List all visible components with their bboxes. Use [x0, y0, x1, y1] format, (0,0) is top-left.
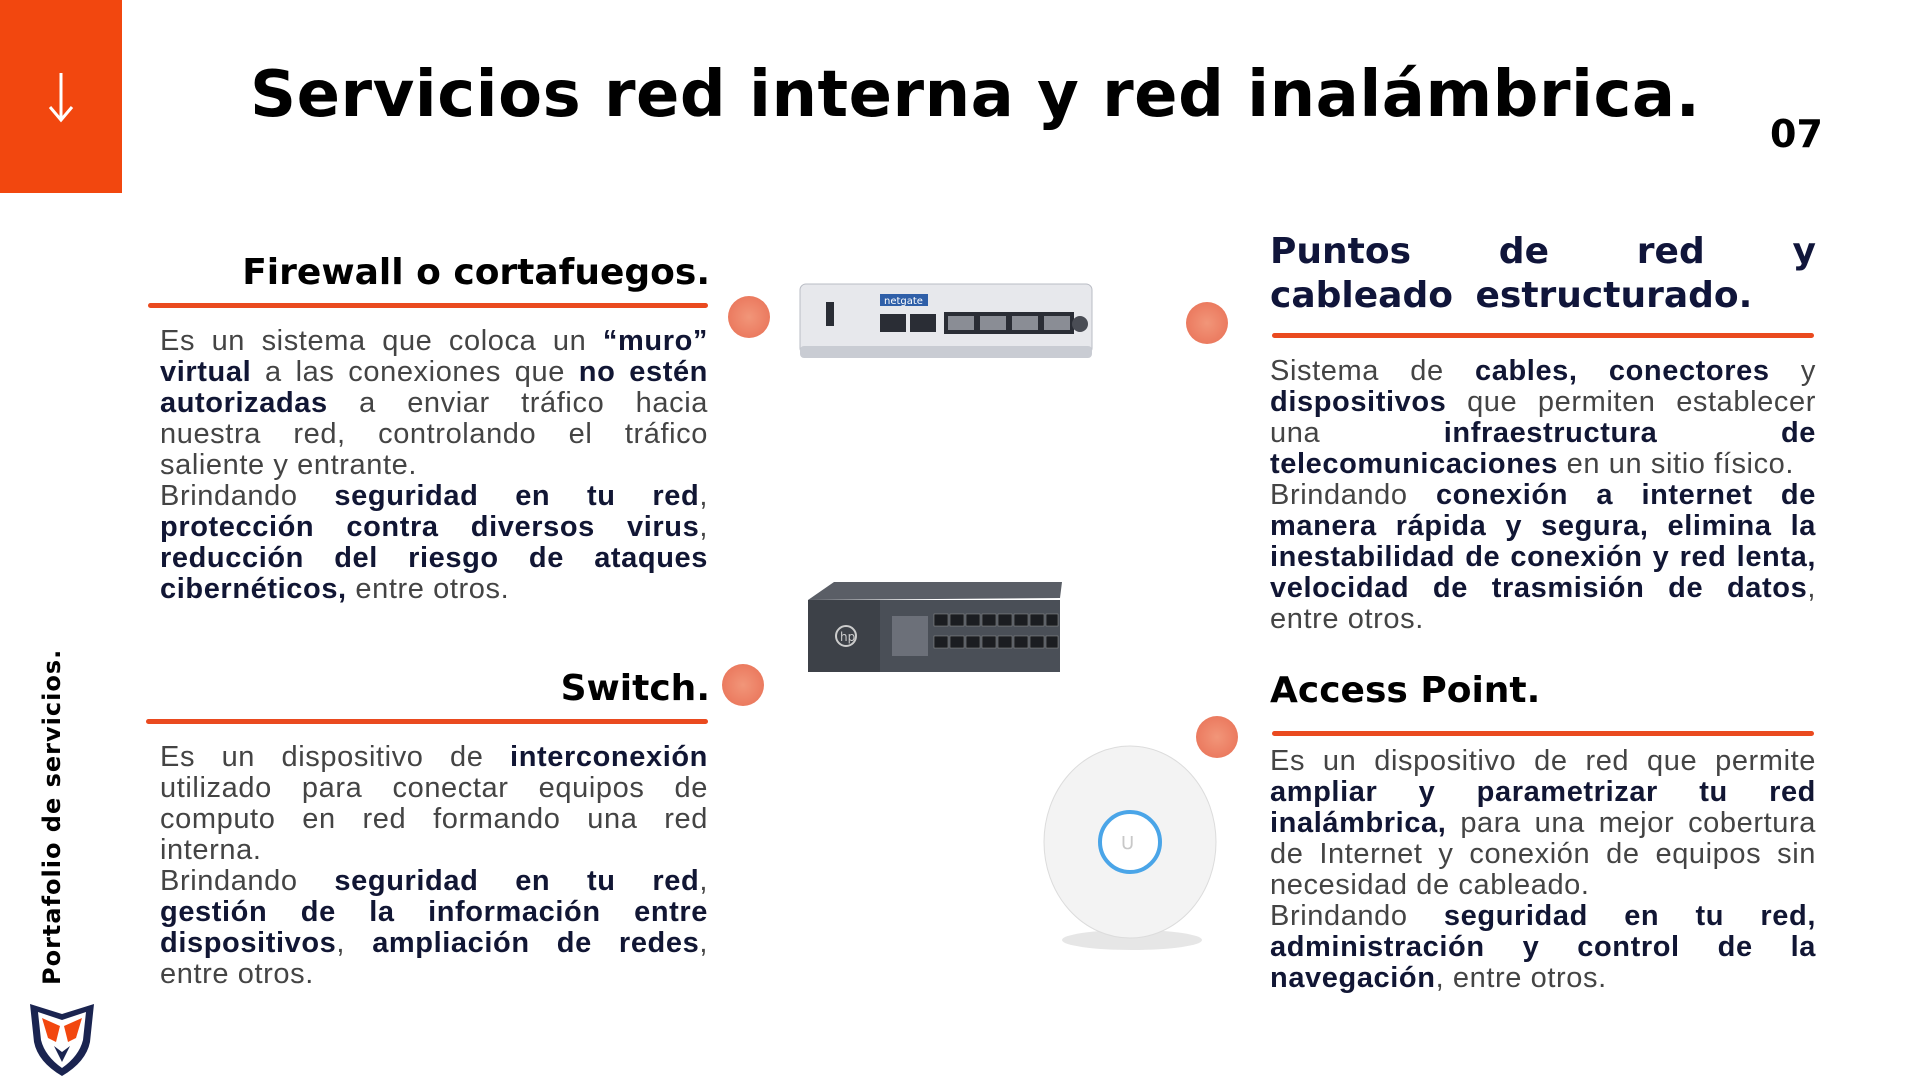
- cabling-paragraph-1: Sistema de cables, conectores y disposit…: [1270, 356, 1816, 480]
- decorative-dot: [728, 296, 770, 338]
- text-run: ,: [699, 480, 709, 512]
- text-run: Brindando: [1270, 479, 1436, 511]
- cabling-body: Sistema de cables, conectores y disposit…: [1270, 356, 1816, 635]
- switch-device-image: hp: [804, 580, 1064, 683]
- access-point-paragraph-2: Brindando seguridad en tu red, administr…: [1270, 901, 1816, 994]
- access-point-paragraph-1: Es un dispositivo de red que permite amp…: [1270, 746, 1816, 901]
- firewall-paragraph-2: Brindando seguridad en tu red, protecció…: [160, 481, 708, 605]
- text-run: a las conexiones que: [251, 356, 579, 388]
- text-run: para una mejor cobertura de Internet y c…: [1270, 807, 1816, 901]
- decorative-dot: [722, 664, 764, 706]
- access-point-rule: [1272, 731, 1814, 736]
- firewall-device-image: netgate: [798, 280, 1094, 367]
- page-title: Servicios red interna y red inalámbrica.: [250, 58, 1701, 132]
- text-run: ,: [336, 927, 373, 959]
- text-run-bold: protección contra diversos virus: [160, 511, 700, 543]
- switch-rule: [146, 719, 708, 724]
- firewall-rule: [148, 303, 708, 308]
- text-run: ,: [699, 865, 709, 897]
- text-run-bold: seguridad en tu red: [334, 480, 700, 512]
- text-run-bold: seguridad en tu red: [334, 865, 700, 897]
- text-run: que permiten establecer una: [1270, 386, 1816, 449]
- text-run: Es un dispositivo de: [160, 741, 511, 773]
- sidebar-label: Portafolio de servicios.: [38, 648, 66, 985]
- access-point-device-image: U: [1040, 736, 1220, 959]
- text-run: Brindando: [160, 865, 335, 897]
- firewall-heading: Firewall o cortafuegos.: [242, 252, 710, 293]
- text-run-bold: no estén autorizadas: [160, 356, 708, 419]
- text-run-bold: interconexión: [510, 741, 708, 773]
- text-run: Sistema de: [1270, 355, 1476, 387]
- text-run: ,: [699, 511, 708, 543]
- cabling-rule: [1272, 333, 1814, 338]
- text-run: , entre otros.: [160, 927, 708, 990]
- device-brand-label: hp: [840, 630, 855, 644]
- text-run-bold: ampliar y parametrizar tu red inalámbric…: [1270, 776, 1816, 839]
- access-point-body: Es un dispositivo de red que permite amp…: [1270, 746, 1816, 994]
- switch-paragraph-2: Brindando seguridad en tu red, gestión d…: [160, 866, 708, 990]
- text-run: a enviar tráfico hacia nuestra red, cont…: [160, 387, 708, 481]
- page-number: 07: [1770, 112, 1823, 156]
- text-run-bold: ampliación de redes: [372, 927, 700, 959]
- text-run: y: [1769, 355, 1816, 387]
- switch-heading: Switch.: [560, 668, 710, 709]
- text-run: entre otros.: [346, 573, 510, 605]
- text-run: Brindando: [160, 480, 335, 512]
- text-run-bold: dispositivos: [1270, 386, 1447, 418]
- arrow-down-icon: [46, 69, 76, 125]
- text-run-bold: reducción del riesgo de ataques cibernét…: [160, 542, 708, 605]
- text-run-bold: gestión de la información entre disposit…: [160, 896, 708, 959]
- cabling-heading: Puntos de red y cableado estructurado.: [1270, 231, 1816, 316]
- decorative-dot: [1196, 716, 1238, 758]
- text-run-bold: seguridad en tu red, administración y co…: [1270, 900, 1816, 994]
- firewall-body: Es un sistema que coloca un “muro” virtu…: [160, 326, 708, 605]
- text-run-bold: conexión a internet de manera rápida y s…: [1270, 479, 1816, 604]
- text-run-bold: “muro” virtual: [160, 325, 708, 388]
- nav-tab[interactable]: [0, 0, 122, 193]
- firewall-paragraph-1: Es un sistema que coloca un “muro” virtu…: [160, 326, 708, 481]
- fox-shield-logo-icon: [26, 998, 98, 1083]
- device-brand-label: U: [1121, 833, 1134, 854]
- switch-body: Es un dispositivo de interconexión utili…: [160, 742, 708, 990]
- text-run: utilizado para conectar equipos de compu…: [160, 772, 708, 866]
- decorative-dot: [1186, 302, 1228, 344]
- switch-paragraph-1: Es un dispositivo de interconexión utili…: [160, 742, 708, 866]
- text-run: Es un dispositivo de red que permite: [1270, 745, 1816, 777]
- text-run: , entre otros.: [1435, 962, 1607, 994]
- text-run: , entre otros.: [1270, 572, 1816, 635]
- text-run: Brindando: [1270, 900, 1444, 932]
- text-run-bold: infraestructura de telecomunicaciones: [1270, 417, 1816, 480]
- text-run: en un sitio físico.: [1558, 448, 1795, 480]
- text-run-bold: cables, conectores: [1475, 355, 1770, 387]
- cabling-paragraph-2: Brindando conexión a internet de manera …: [1270, 480, 1816, 635]
- text-run: Es un sistema que coloca un: [160, 325, 603, 357]
- access-point-heading: Access Point.: [1270, 670, 1541, 711]
- device-brand-label: netgate: [884, 296, 923, 307]
